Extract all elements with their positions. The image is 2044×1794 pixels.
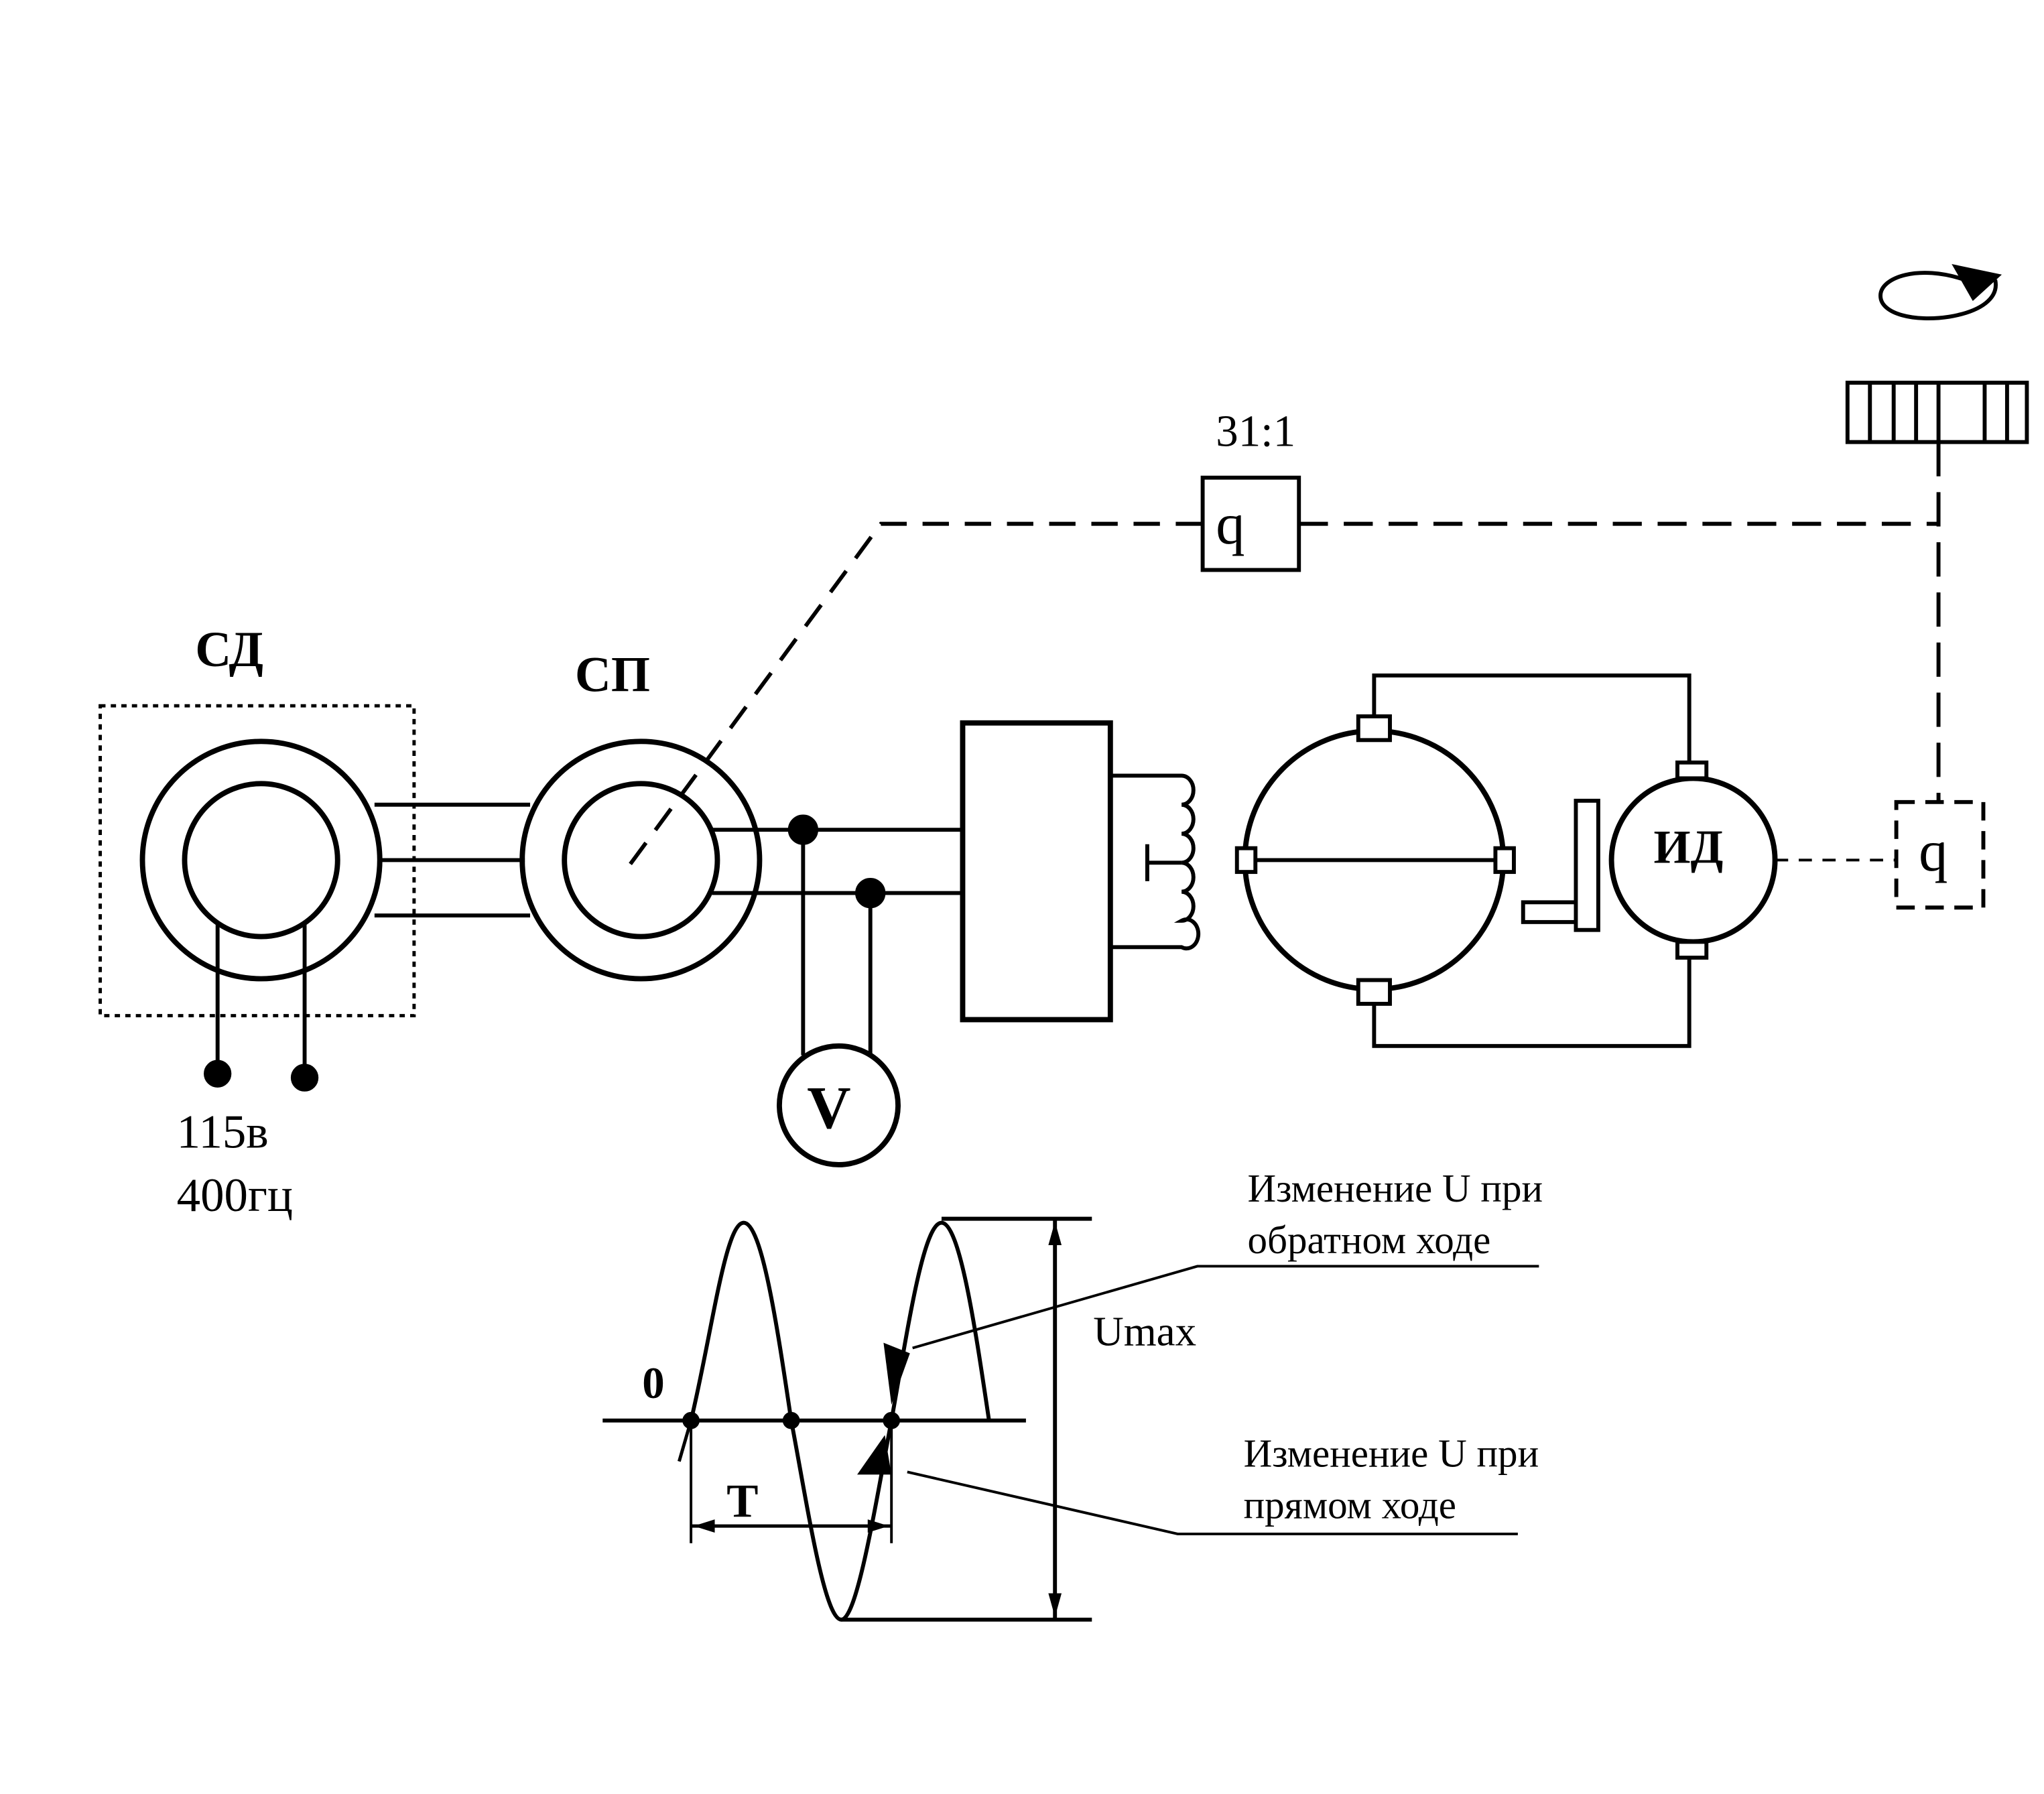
forward-arrow-icon <box>857 1435 892 1475</box>
sd-rotor-ring <box>182 781 340 940</box>
label-period: T <box>726 1475 758 1527</box>
sp-output-wires <box>712 814 963 1055</box>
label-forward-2: прямом ходе <box>1244 1482 1456 1527</box>
sd-sp-link-wires <box>374 802 531 917</box>
label-reverse-2: обратном ходе <box>1247 1218 1490 1262</box>
gearbox-top <box>1200 475 1301 572</box>
sd-stator-ring <box>139 739 383 982</box>
gen-motor-wires <box>1372 673 1691 1048</box>
label-gear-right: q <box>1919 819 1947 883</box>
label-gear-top: q <box>1216 492 1244 556</box>
sp-stator-ring <box>519 739 763 982</box>
output-scale-drum <box>1845 381 2029 444</box>
sd-dotted-enclosure <box>99 704 416 1018</box>
coil-winding <box>1110 773 1201 951</box>
label-umax: Umax <box>1093 1308 1196 1355</box>
voltmeter <box>777 1043 901 1167</box>
label-sd: СД <box>195 622 263 678</box>
label-sp: СП <box>575 647 650 703</box>
label-reverse-1: Изменение U при <box>1247 1166 1543 1210</box>
tap-node-upper <box>787 814 818 845</box>
label-supply-freq: 400гц <box>177 1169 293 1222</box>
sp-synchro-receiver <box>519 739 763 982</box>
reverse-arrow-icon <box>883 1342 910 1405</box>
label-voltmeter: V <box>807 1074 850 1141</box>
mechanical-linkage <box>629 442 1941 866</box>
generator <box>1234 714 1516 1006</box>
sd-synchro-sensor <box>99 704 416 1092</box>
label-supply-voltage: 115в <box>177 1106 269 1158</box>
amplifier-block <box>960 720 1201 1023</box>
supply-terminal-left <box>204 1060 232 1088</box>
label-ratio: 31:1 <box>1216 407 1295 456</box>
supply-terminal-right <box>290 1064 319 1092</box>
label-id: ИД <box>1654 821 1724 873</box>
rotation-arrow-icon <box>1878 263 2002 320</box>
sp-rotor-ring <box>562 781 720 940</box>
label-zero: 0 <box>642 1358 664 1408</box>
label-forward-1: Изменение U при <box>1244 1431 1539 1476</box>
shaft-coupling <box>1521 798 1600 932</box>
gearbox-right <box>1894 799 1986 910</box>
waveform <box>602 1216 1539 1622</box>
tap-node-lower <box>855 877 886 909</box>
